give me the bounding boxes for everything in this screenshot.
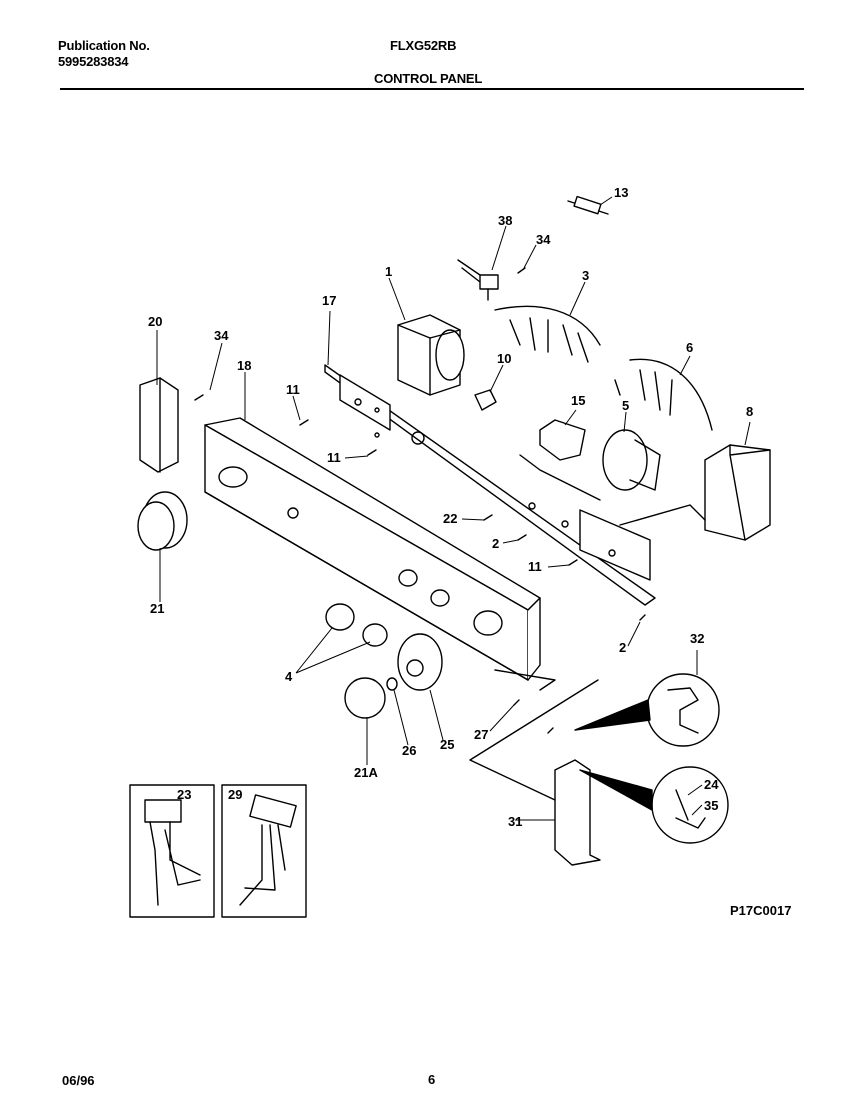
- pressure-switch-5: [602, 429, 661, 491]
- header-rule: [60, 88, 804, 90]
- wire-harness-6: [614, 358, 713, 431]
- control-panel-body: [204, 417, 556, 691]
- callout-11: 11: [286, 382, 300, 397]
- callout-15: 15: [571, 393, 585, 408]
- detail-24-35: [579, 766, 729, 844]
- callout-21: 21: [150, 601, 164, 616]
- model-number: FLXG52RB: [390, 38, 457, 53]
- spring-26: [386, 677, 398, 691]
- diagram-code: P17C0017: [730, 903, 792, 918]
- knob-21: [137, 491, 188, 551]
- callout-25: 25: [440, 737, 454, 752]
- harness-box-29: [221, 784, 307, 918]
- callout-13: 13: [614, 185, 628, 200]
- callout-3: 3: [582, 268, 589, 283]
- callout-23: 23: [177, 787, 191, 802]
- callout-5: 5: [622, 398, 629, 413]
- callout-1: 1: [385, 264, 392, 279]
- wire-harness-3: [494, 305, 601, 363]
- screws: [194, 267, 646, 734]
- callout-8: 8: [746, 404, 753, 419]
- callout-11c: 11: [528, 559, 542, 574]
- callout-32: 32: [690, 631, 704, 646]
- publication-label: Publication No.: [58, 38, 150, 53]
- callout-21a: 21A: [354, 765, 378, 780]
- callout-34b: 34: [214, 328, 229, 343]
- callout-18: 18: [237, 358, 251, 373]
- harness-box-23: [129, 784, 215, 918]
- callout-31: 31: [508, 814, 522, 829]
- callout-6: 6: [686, 340, 693, 355]
- connector-38: [457, 259, 499, 301]
- callout-4: 4: [285, 669, 293, 684]
- callout-35: 35: [704, 798, 718, 813]
- knob-21a: [344, 677, 386, 719]
- leader-lines: [156, 196, 751, 821]
- callout-34: 34: [536, 232, 551, 247]
- callout-11b: 11: [327, 450, 341, 465]
- bracket-31: [469, 679, 601, 866]
- callout-17: 17: [322, 293, 336, 308]
- side-bracket-20: [139, 377, 179, 473]
- callout-26: 26: [402, 743, 416, 758]
- callout-27: 27: [474, 727, 488, 742]
- callout-2b: 2: [619, 640, 626, 655]
- callout-29: 29: [228, 787, 242, 802]
- callout-24: 24: [704, 777, 719, 792]
- switch-15: [519, 419, 601, 501]
- callout-22: 22: [443, 511, 457, 526]
- callout-labels: 13 38 34 1 3 17 20 34 18 10 6 11 15 5 8 …: [148, 185, 753, 829]
- page-number: 6: [428, 1072, 436, 1087]
- publication-number: 5995283834: [58, 54, 129, 69]
- rear-bracket: [324, 364, 656, 606]
- detail-32: [574, 673, 720, 747]
- callout-2: 2: [492, 536, 499, 551]
- terminal-13: [567, 195, 609, 215]
- section-title: CONTROL PANEL: [374, 71, 483, 86]
- publication-date: 06/96: [62, 1073, 95, 1088]
- callout-38: 38: [498, 213, 512, 228]
- switch-10: [474, 389, 497, 411]
- knob-25: [397, 633, 443, 691]
- knobs-4: [325, 603, 388, 647]
- callout-10: 10: [497, 351, 511, 366]
- callout-20: 20: [148, 314, 162, 329]
- control-board-8: [619, 444, 771, 541]
- timer-part: [397, 314, 465, 396]
